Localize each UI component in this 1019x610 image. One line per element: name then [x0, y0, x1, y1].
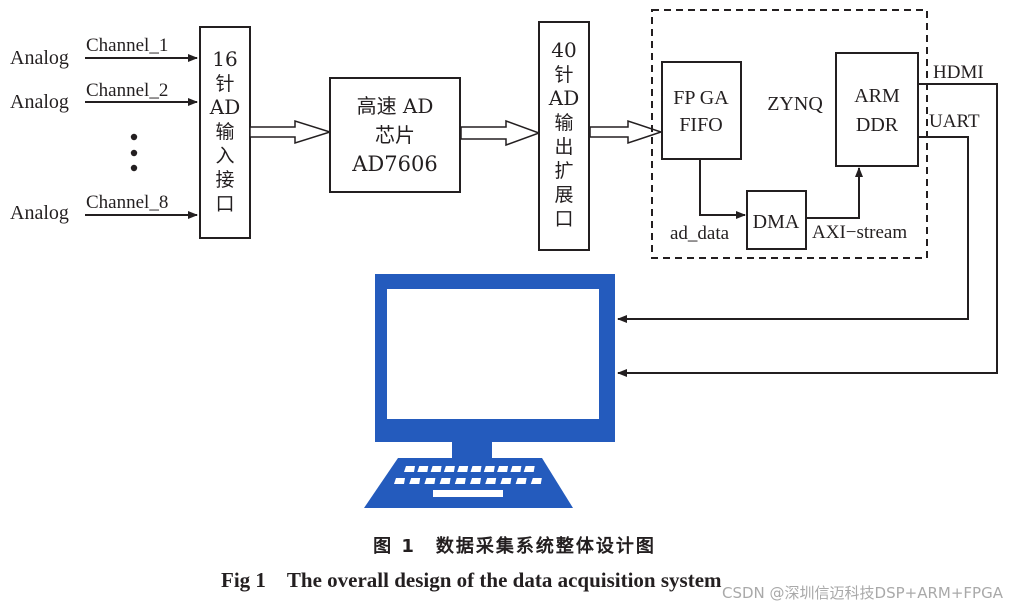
- dma-block: DMA: [746, 190, 807, 250]
- keyboard-key: [457, 466, 469, 472]
- block-line: 针: [215, 73, 234, 95]
- uart-connector: [617, 136, 969, 323]
- block-line: 入: [215, 145, 234, 167]
- block-line: FIFO: [679, 114, 722, 136]
- hdmi-connector: [617, 83, 998, 377]
- block-line: DDR: [856, 114, 899, 136]
- block-line: AD7606: [351, 152, 437, 176]
- ad-output-expansion-block: 40 针 AD 输 出 扩 展 口: [538, 21, 590, 251]
- block-line: 输: [554, 112, 573, 134]
- keyboard-key: [417, 466, 429, 472]
- arm-ddr-block: ARM DDR: [835, 52, 919, 167]
- keyboard-key: [500, 478, 512, 484]
- keyboard-key: [470, 478, 481, 484]
- axi-stream-connector: [806, 167, 863, 219]
- ad-data-label: ad_data: [670, 223, 730, 244]
- keyboard-key: [404, 466, 415, 472]
- block-line: AD: [209, 95, 240, 119]
- spacebar: [433, 490, 503, 497]
- input-channel-2: Analog Channel_2: [10, 80, 198, 113]
- keyboard-key: [510, 466, 522, 472]
- block-line: ARM: [854, 85, 900, 107]
- channel-label: Channel_1: [86, 35, 168, 56]
- zynq-label: ZYNQ: [767, 93, 823, 115]
- keyboard-key: [515, 478, 527, 484]
- keyboard-key: [454, 478, 466, 484]
- keyboard-key: [497, 466, 509, 472]
- keyboard-key: [409, 478, 421, 484]
- keyboard-key: [523, 466, 535, 472]
- axi-stream-label: AXI−stream: [812, 222, 907, 243]
- ad-data-connector: [699, 159, 746, 219]
- keyboard-key: [470, 466, 482, 472]
- uart-label: UART: [929, 111, 980, 132]
- bus-arrow-icon: [249, 119, 333, 145]
- bus-arrow-icon: [589, 119, 664, 145]
- keyboard-key: [424, 478, 436, 484]
- block-line: 口: [215, 193, 234, 215]
- keyboard-key: [530, 478, 542, 484]
- keyboard-key: [394, 478, 405, 484]
- channel-label: Channel_2: [86, 80, 168, 101]
- watermark: CSDN @深圳信迈科技DSP+ARM+FPGA: [722, 584, 1003, 602]
- keyboard-key: [483, 466, 495, 472]
- figure-caption-english: Fig 1 The overall design of the data acq…: [221, 568, 722, 592]
- keyboard-key: [439, 478, 451, 484]
- analog-label: Analog: [10, 202, 69, 224]
- block-line: 芯片: [375, 123, 415, 147]
- keyboard-keys: [394, 466, 542, 484]
- block-line: 40: [551, 38, 576, 62]
- analog-label: Analog: [10, 91, 69, 113]
- monitor-screen: [387, 289, 599, 419]
- figure-caption-chinese: 图 1 数据采集系统整体设计图: [373, 536, 656, 557]
- block-line: 出: [554, 136, 573, 158]
- computer-icon: [364, 274, 615, 508]
- fpga-fifo-block: FP GA FIFO: [661, 61, 742, 160]
- keyboard-base: [364, 458, 573, 508]
- analog-label: Analog: [10, 47, 69, 69]
- keyboard-key: [443, 466, 455, 472]
- ad-chip-block: 高速 AD 芯片 AD7606: [329, 77, 461, 193]
- keyboard-key: [430, 466, 442, 472]
- block-line: 展: [554, 184, 573, 206]
- monitor-stand: [452, 432, 492, 459]
- block-line: AD: [548, 86, 579, 110]
- bus-arrow-icon: [460, 119, 542, 147]
- channel-label: Channel_8: [86, 192, 168, 213]
- block-line: 16: [212, 47, 237, 71]
- zynq-region: ZYNQ: [651, 9, 928, 259]
- block-line: FP GA: [673, 87, 729, 109]
- dma-label: DMA: [753, 211, 800, 233]
- block-line: 高速 AD: [357, 94, 434, 118]
- hdmi-label: HDMI: [933, 62, 984, 83]
- block-line: 口: [554, 208, 573, 230]
- block-line: 扩: [554, 160, 573, 182]
- block-line: 输: [215, 121, 234, 143]
- input-channel-8: Analog Channel_8: [10, 192, 198, 224]
- ellipsis-dots: [130, 133, 138, 172]
- block-line: 接: [215, 169, 234, 191]
- block-line: 针: [554, 64, 573, 86]
- keyboard-key: [485, 478, 497, 484]
- ad-input-interface-block: 16 针 AD 输 入 接 口: [199, 26, 251, 239]
- input-channel-1: Analog Channel_1: [10, 35, 198, 69]
